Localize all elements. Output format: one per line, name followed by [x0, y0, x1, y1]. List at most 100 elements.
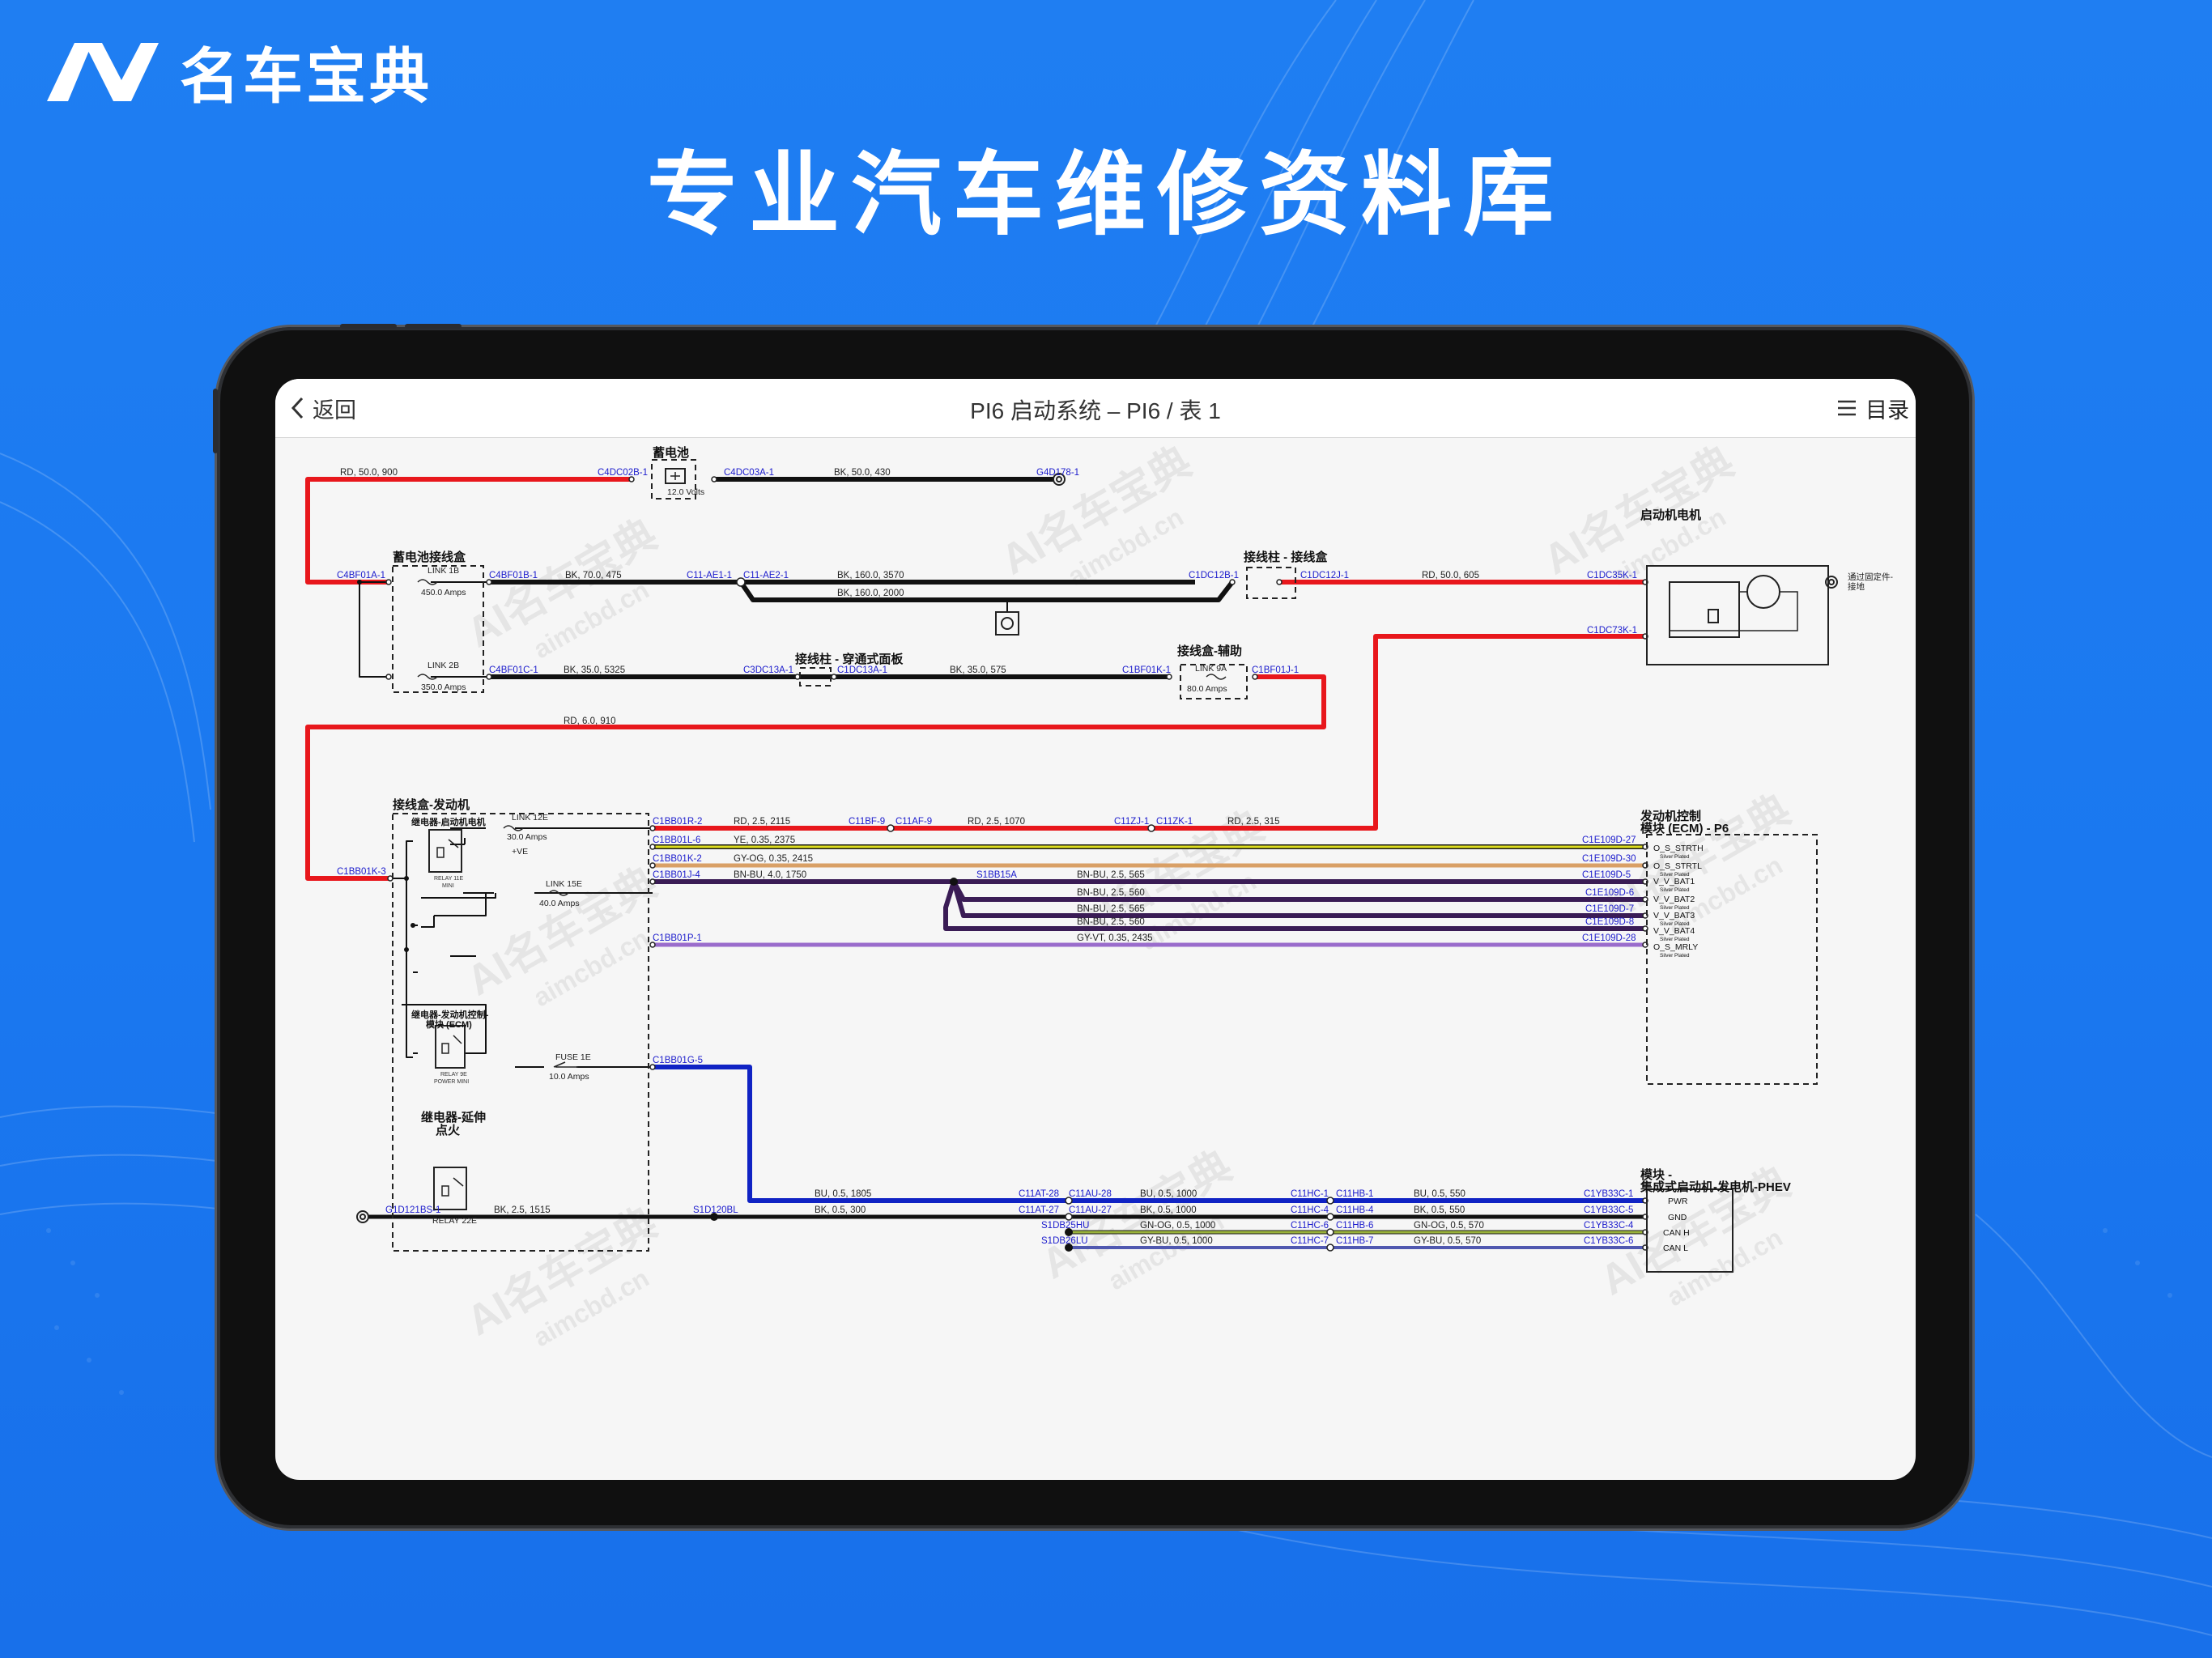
connector-label: C1E109D-6	[1585, 888, 1634, 898]
relay-icon	[428, 829, 462, 873]
headline: 专业汽车维修资料库	[647, 142, 1565, 248]
tablet-side-button	[213, 389, 218, 453]
connector-label: C1YB33C-5	[1584, 1205, 1633, 1215]
connector-label: S1D120BL	[693, 1205, 738, 1215]
junction-dot	[710, 1213, 718, 1221]
connector-label: C11ZJ-1	[1114, 817, 1149, 827]
brand-logo: 名车宝典	[44, 39, 432, 112]
relay-name: RELAY 9E	[440, 1072, 467, 1078]
relay-ve: +VE	[512, 847, 528, 857]
battery-box	[651, 459, 696, 500]
junction-dot	[950, 878, 958, 886]
wire-label: RD, 2.5, 1070	[968, 817, 1025, 827]
ecm-pin-note: Silver Plated	[1660, 953, 1690, 959]
link-amps: 350.0 Amps	[421, 682, 466, 692]
connector-label: C11AU-28	[1069, 1189, 1112, 1199]
starter-box	[1646, 565, 1829, 665]
connector-label: C1YB33C-1	[1584, 1189, 1633, 1199]
engine-junction-box	[392, 813, 649, 1252]
connector-label: C11HB-1	[1336, 1189, 1373, 1199]
wire-label: BK, 160.0, 3570	[837, 571, 904, 580]
connector-label: C11HB-7	[1336, 1236, 1373, 1246]
wire-label: BK, 0.5, 300	[815, 1205, 866, 1215]
link-amps: 30.0 Amps	[507, 832, 547, 842]
wire-label: RD, 2.5, 315	[1227, 817, 1280, 827]
component-title: 蓄电池	[653, 445, 689, 460]
wire-red	[653, 634, 1645, 831]
link-amps: 80.0 Amps	[1187, 684, 1227, 694]
page-title: PI6 启动系统 – PI6 / 表 1	[970, 398, 1221, 423]
ground-note: 通过固定件-	[1848, 572, 1893, 582]
ground-terminal-icon	[356, 473, 1838, 1223]
wire-label: BU, 0.5, 550	[1414, 1189, 1465, 1199]
connector-label: C3DC13A-1	[743, 665, 793, 675]
connector-label: S1DB26LU	[1041, 1236, 1088, 1246]
wire-label: BK, 0.5, 550	[1414, 1205, 1465, 1215]
component-title: 继电器-延伸	[421, 1110, 486, 1124]
battery-rating: 12.0 Volts	[667, 487, 704, 497]
link-name: LINK 15E	[546, 879, 582, 889]
connector-label: G4D178-1	[1036, 468, 1079, 478]
link-name: LINK 12E	[512, 813, 548, 823]
menu-icon	[1838, 400, 1856, 416]
junctions	[357, 580, 1073, 1252]
isg-pin-name: GND	[1668, 1213, 1687, 1222]
relay-type: MINI	[442, 883, 454, 889]
toc-button[interactable]: 目录	[1836, 390, 1909, 426]
wire-labels: RD, 50.0, 900 BK, 50.0, 430 BK, 70.0, 47…	[340, 468, 1484, 1246]
relay-title: 模块 (ECM)	[426, 1018, 472, 1030]
connector-label: C11ZK-1	[1156, 817, 1193, 827]
wire-label: GY-VT, 0.35, 2435	[1077, 933, 1153, 943]
wire-internal	[359, 581, 489, 678]
wire-purple	[951, 881, 1645, 918]
connector-label: C4BF01A-1	[337, 571, 385, 580]
ground-note: 接地	[1848, 581, 1865, 592]
wire-purple	[943, 881, 1645, 931]
wire-label: BK, 35.0, 575	[950, 665, 1006, 675]
ecm-pin-note: Silver Plated	[1660, 921, 1690, 927]
component-title: 集成式启动机-发电机-PHEV	[1640, 1180, 1791, 1194]
wire-label: BN-BU, 2.5, 560	[1077, 888, 1145, 898]
ecm-pin-name: V_V_BAT3	[1653, 911, 1695, 920]
junction-dot	[357, 580, 362, 585]
wire-label: YE, 0.35, 2375	[734, 835, 795, 845]
connector-label: C1E109D-30	[1582, 854, 1636, 864]
wire-label: BK, 70.0, 475	[565, 571, 622, 580]
connector-label: C1DC12J-1	[1300, 571, 1349, 580]
wire-red	[305, 674, 1326, 881]
relay-name: RELAY 11E	[434, 876, 464, 882]
connector-label: C1DC35K-1	[1587, 571, 1637, 580]
wire-internal	[390, 840, 418, 1058]
ecm-pin-note: Silver Plated	[1660, 887, 1690, 893]
connector-label: C4DC02B-1	[598, 468, 648, 478]
connector-label: C11BF-9	[849, 817, 885, 827]
isg-pin-name: PWR	[1668, 1197, 1688, 1206]
wire-label: GN-OG, 0.5, 1000	[1140, 1221, 1215, 1231]
junction-dot	[404, 947, 409, 952]
wire-internal	[402, 827, 653, 1068]
fuse-name: FUSE 1E	[555, 1052, 591, 1062]
wire-label: GY-BU, 0.5, 1000	[1140, 1236, 1213, 1246]
connector-label: C11HB-6	[1336, 1221, 1373, 1231]
isg-pin-name: CAN H	[1663, 1228, 1690, 1238]
back-button[interactable]: 返回	[290, 390, 356, 426]
relay-title: 继电器-启动机电机	[411, 816, 486, 827]
wire-blue	[653, 1065, 1645, 1203]
ecm-pin-name: O_S_MRLY	[1653, 942, 1698, 952]
ecm-pin-note: Silver Plated	[1660, 937, 1690, 942]
connector-label: C11AT-28	[1019, 1189, 1059, 1199]
battery-cell-icon	[665, 468, 686, 484]
relay-icon	[435, 1025, 466, 1069]
motor-icon	[1746, 575, 1780, 609]
connector-label: C11AU-27	[1069, 1205, 1112, 1215]
fuse-icon	[553, 1061, 578, 1068]
brand-name: 名车宝典	[180, 41, 432, 112]
connector-label: C11HC-7	[1291, 1236, 1329, 1246]
connector-labels: C4DC02B-1 C4DC03A-1 G4D178-1 C4BF01A-1 C…	[337, 468, 1637, 1246]
wire-label: BN-BU, 2.5, 565	[1077, 904, 1145, 914]
post-junction-box	[1246, 567, 1296, 599]
back-label: 返回	[313, 397, 356, 423]
wire-label: GY-BU, 0.5, 570	[1414, 1236, 1481, 1246]
